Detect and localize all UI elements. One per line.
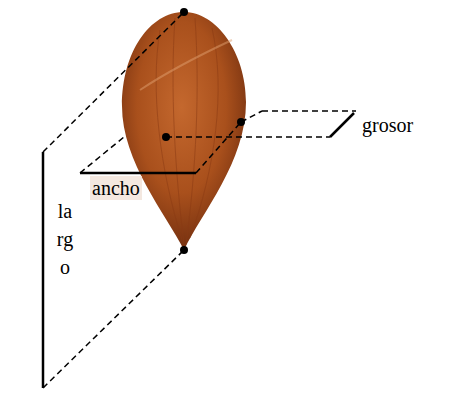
almond-highlight <box>140 40 232 90</box>
width-label: ancho <box>90 176 142 200</box>
dimension-lines <box>43 12 356 388</box>
almond-body <box>122 12 246 250</box>
reference-dots <box>162 8 245 254</box>
thickness-label: grosor <box>362 113 413 137</box>
length-label: largo <box>55 197 75 281</box>
